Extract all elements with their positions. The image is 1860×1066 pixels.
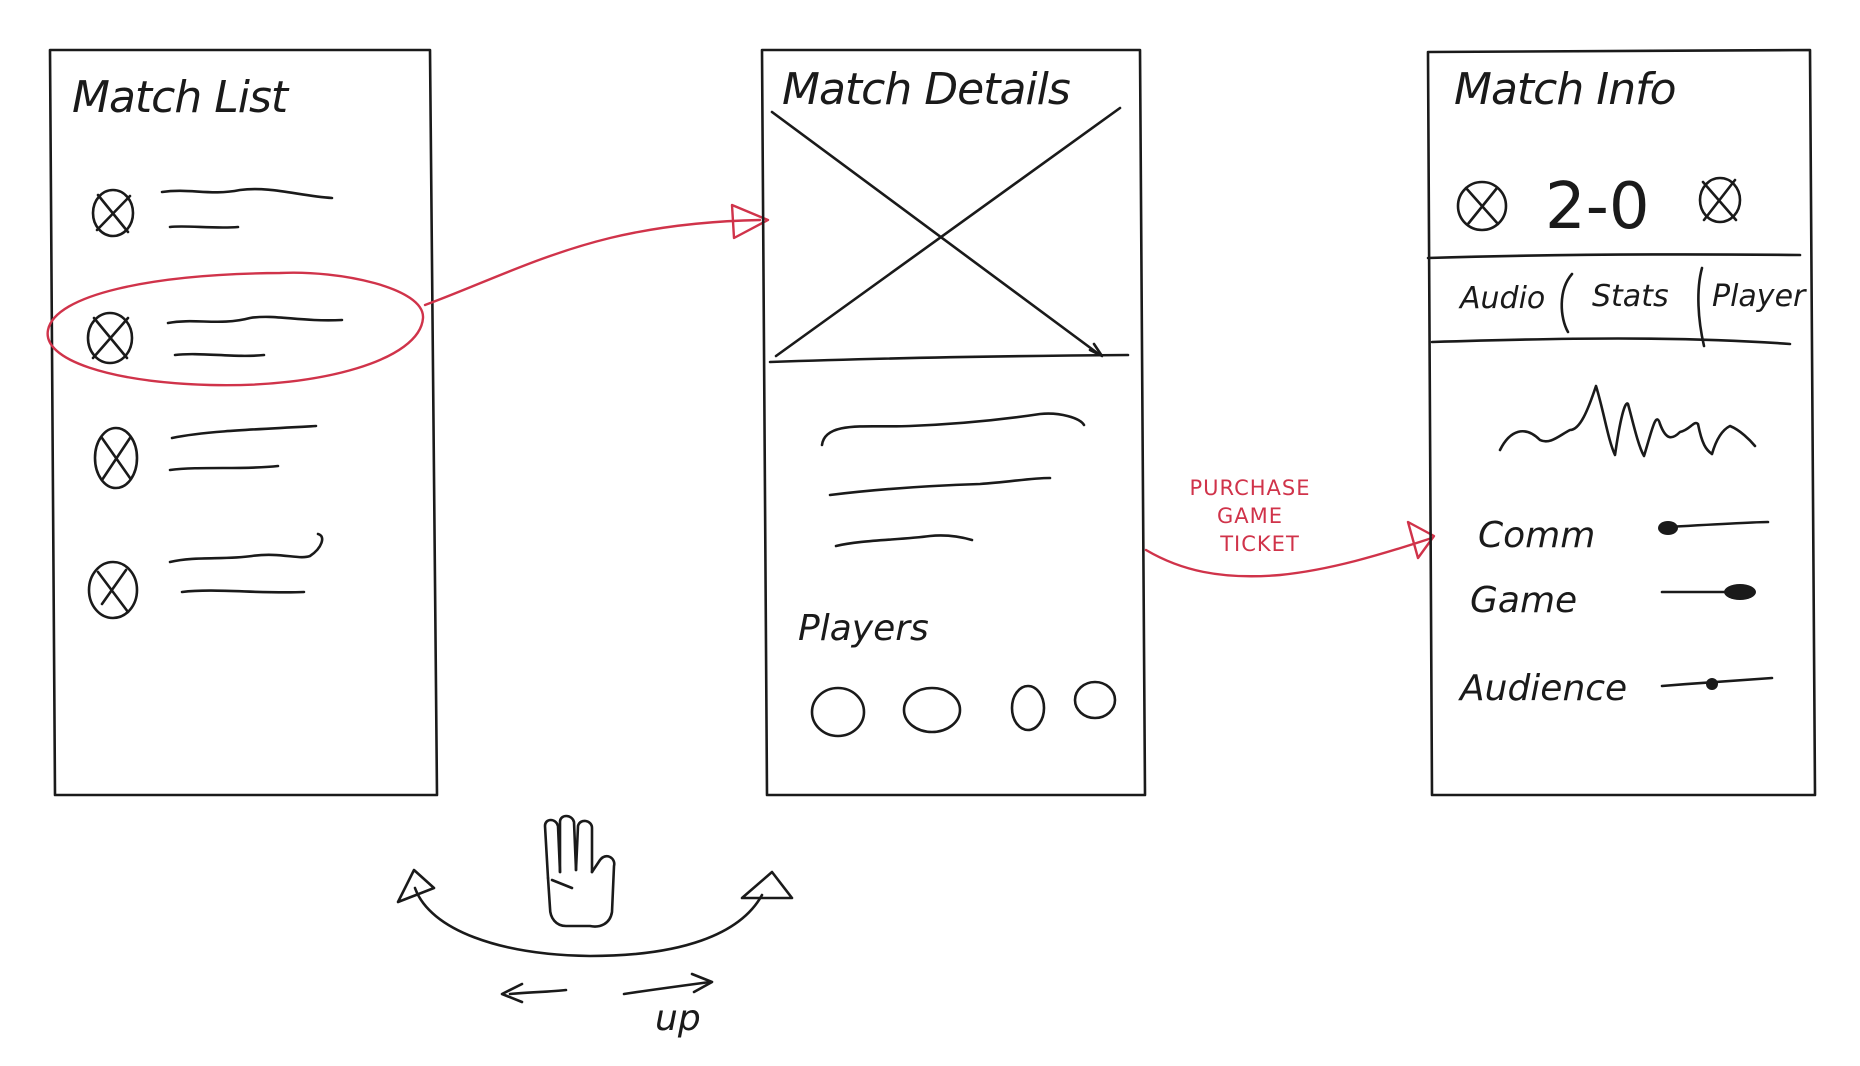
scoreboard: 2-0 [1456, 170, 1742, 244]
slider-audience-label: Audience [1458, 668, 1627, 709]
slider-track [1666, 520, 1770, 529]
image-placeholder-icon [768, 106, 1130, 364]
tab-divider [1697, 266, 1706, 348]
match-info-title: Match Info [1454, 64, 1676, 115]
tabs-top-divider [1426, 253, 1802, 260]
slider-knob[interactable] [1724, 584, 1756, 600]
players-row [810, 680, 1117, 738]
match-list-title: Match List [72, 72, 290, 123]
audio-waveform [1498, 384, 1757, 458]
list-item-subtitle-line [180, 589, 306, 594]
team-logo-icon [91, 188, 135, 238]
purchase-ticket-arrow [1144, 520, 1436, 578]
tab-divider [1560, 272, 1574, 334]
purchase-label-line-2: GAME [1217, 504, 1283, 528]
player-avatar-icon[interactable] [1010, 684, 1046, 732]
list-item-title-line [168, 532, 324, 564]
swipe-left-arrow [508, 988, 568, 996]
list-item-title-line [170, 424, 318, 440]
slider-game[interactable]: Game [1470, 580, 1756, 621]
list-item-subtitle-line [168, 464, 280, 472]
list-item-subtitle-line [173, 352, 266, 358]
swipe-arrowhead-left [396, 868, 436, 904]
match-info-screen: Match Info 2-0 Audio Stats Player Comm [1426, 48, 1817, 797]
away-team-logo-icon [1698, 176, 1742, 224]
swipe-left-arrowhead [500, 982, 524, 1004]
match-info-frame [1426, 48, 1817, 797]
list-item-selected[interactable] [86, 311, 344, 365]
team-logo-icon [86, 311, 134, 365]
list-item-title-line [160, 187, 334, 200]
home-team-logo-icon [1456, 180, 1508, 232]
player-avatar-icon[interactable] [1073, 680, 1117, 720]
match-description [820, 412, 1086, 548]
navigate-to-details-arrow [423, 203, 770, 307]
match-details-screen: Match Details Players [760, 48, 1147, 797]
list-item[interactable] [87, 532, 324, 620]
slider-track [1660, 676, 1774, 688]
swipe-curve [413, 886, 764, 958]
swipe-arrowhead-right [740, 870, 794, 900]
slider-comm-label: Comm [1478, 515, 1595, 556]
tab-player[interactable]: Player [1712, 279, 1807, 314]
list-item[interactable] [91, 187, 334, 238]
list-item-subtitle-line [168, 225, 240, 229]
player-avatar-icon[interactable] [902, 686, 962, 734]
list-item-title-line [166, 315, 344, 325]
match-list-frame [48, 48, 439, 797]
swipe-right-arrow [622, 980, 712, 996]
gesture-up-label: up [655, 998, 701, 1039]
swipe-right-arrowhead [690, 972, 714, 994]
list-item[interactable] [93, 424, 318, 490]
three-finger-hand-icon [543, 814, 616, 928]
match-details-title: Match Details [782, 64, 1070, 115]
purchase-label-line-1: PURCHASE [1190, 476, 1311, 500]
swipe-gesture-annotation: up [396, 814, 794, 1039]
purchase-label-line-3: TICKET [1219, 532, 1300, 556]
tab-audio[interactable]: Audio [1458, 281, 1545, 316]
team-logo-icon [93, 426, 139, 490]
tabs-bottom-divider [1430, 337, 1792, 346]
player-avatar-icon[interactable] [810, 686, 866, 738]
slider-comm[interactable]: Comm [1478, 515, 1770, 556]
selection-highlight [46, 271, 425, 387]
slider-knob[interactable] [1658, 521, 1678, 535]
score-text: 2-0 [1545, 170, 1650, 244]
match-details-frame [760, 48, 1147, 797]
tab-stats[interactable]: Stats [1592, 279, 1669, 314]
slider-audience[interactable]: Audience [1458, 668, 1774, 709]
purchase-ticket-label: PURCHASE GAME TICKET [1190, 476, 1311, 556]
tab-bar: Audio Stats Player [1458, 266, 1807, 348]
slider-game-label: Game [1470, 580, 1577, 621]
slider-knob[interactable] [1706, 678, 1718, 690]
players-label: Players [798, 608, 929, 649]
match-list-screen: Match List [46, 48, 439, 797]
team-logo-icon [87, 560, 139, 620]
volume-sliders: Comm Game Audience [1458, 515, 1774, 709]
